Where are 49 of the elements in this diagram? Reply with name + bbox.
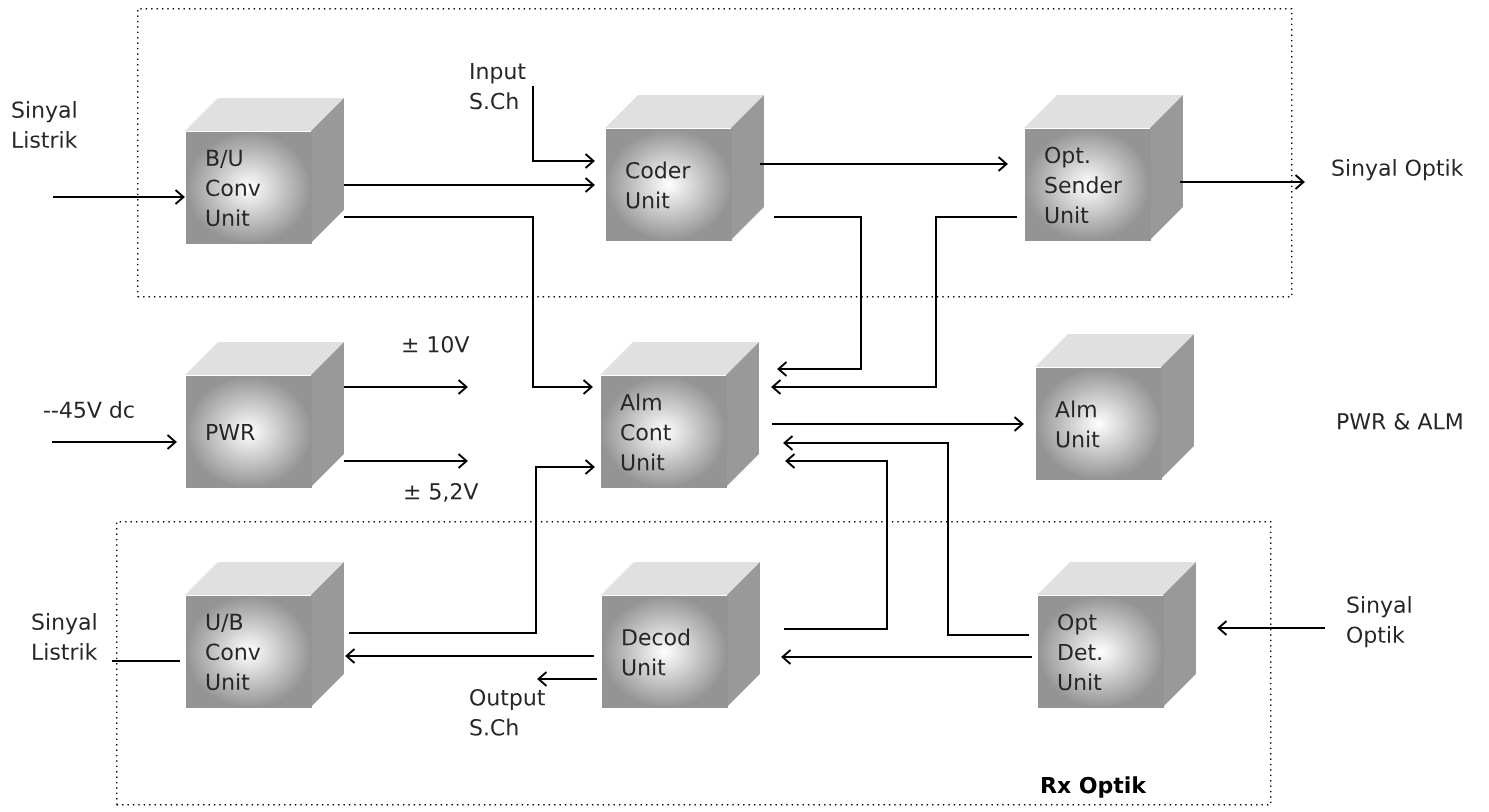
node-label: Alm Cont Unit (620, 393, 671, 471)
node-label: Alm Unit (1055, 400, 1100, 448)
arrow (348, 459, 595, 634)
arrow (1179, 174, 1305, 190)
terminal-label: Sinyal Listrik (12, 101, 78, 148)
section-label: PWR & ALM (1338, 413, 1462, 430)
arrow (532, 85, 595, 169)
arrow (343, 216, 593, 395)
cube-block: Alm Unit (1035, 334, 1194, 480)
arrow (1217, 620, 1326, 636)
terminal-label: Output S.Ch (470, 689, 545, 736)
node-label: Opt. Sender Unit (1045, 146, 1122, 224)
node-label: PWR (207, 423, 255, 441)
cube-block: Alm Cont Unit (600, 342, 759, 488)
cube-block: Coder Unit (605, 95, 764, 241)
cube-block: PWR (185, 342, 344, 488)
arrow (52, 189, 185, 205)
arrow (343, 177, 595, 193)
cube-block: B/U Conv Unit (185, 98, 344, 244)
node-label: Decod Unit (622, 628, 689, 676)
group-title: Rx Optik (1042, 776, 1147, 798)
terminal-label: ± 10V (403, 336, 470, 353)
terminal-label: Input S.Ch (470, 63, 526, 110)
terminal-label: ± 5,2V (405, 483, 479, 502)
cube-block: Opt. Sender Unit (1024, 95, 1183, 241)
cube-block: Opt Det. Unit (1037, 562, 1196, 708)
arrow (783, 435, 1030, 636)
terminal-label: Sinyal Listrik (32, 613, 98, 660)
arrow (345, 648, 595, 664)
node-label: U/B Conv Unit (206, 613, 261, 691)
node-label: B/U Conv Unit (206, 149, 261, 227)
arrow (343, 453, 468, 469)
terminal-label: Sinyal Optik (1332, 159, 1464, 181)
arrow (771, 416, 1024, 432)
arrow (343, 379, 468, 395)
arrow (783, 453, 888, 630)
arrow (759, 156, 1008, 172)
dotted-frame (137, 8, 1293, 298)
terminal-label: --45V dc (44, 401, 134, 418)
arrow (781, 649, 1033, 665)
cube-block: U/B Conv Unit (185, 562, 344, 708)
node-label: Opt Det. Unit (1058, 613, 1102, 691)
cube-block: Decod Unit (601, 562, 760, 708)
node-label: Coder Unit (626, 161, 691, 209)
arrow (771, 216, 1018, 395)
terminal-label: Sinyal Optik (1347, 596, 1411, 648)
arrow (51, 434, 177, 450)
arrow (773, 216, 862, 377)
arrow (537, 671, 598, 687)
